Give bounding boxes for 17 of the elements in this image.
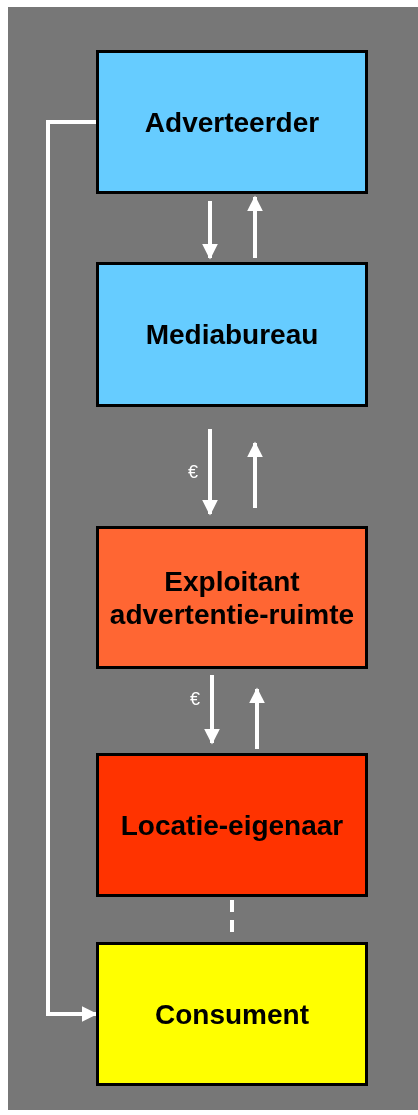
- node-label: Consument: [155, 997, 309, 1031]
- arrow: [247, 441, 263, 508]
- node-label: Adverteerder: [144, 105, 320, 139]
- node-label: Mediabureau: [145, 318, 319, 351]
- node-label: Locatie-eigenaar: [120, 808, 344, 842]
- arrow: [202, 429, 218, 516]
- process-box: [96, 753, 368, 897]
- node-label: Exploitant advertentie-ruimte: [108, 564, 356, 631]
- arrow: [249, 687, 265, 749]
- process-box: [96, 262, 368, 407]
- process-box: [96, 942, 368, 1086]
- arrow: [204, 675, 220, 745]
- arrow: [202, 201, 218, 260]
- arrow: [247, 195, 263, 258]
- process-box: [96, 526, 368, 669]
- process-box: [96, 50, 368, 194]
- arrow: [46, 120, 98, 1022]
